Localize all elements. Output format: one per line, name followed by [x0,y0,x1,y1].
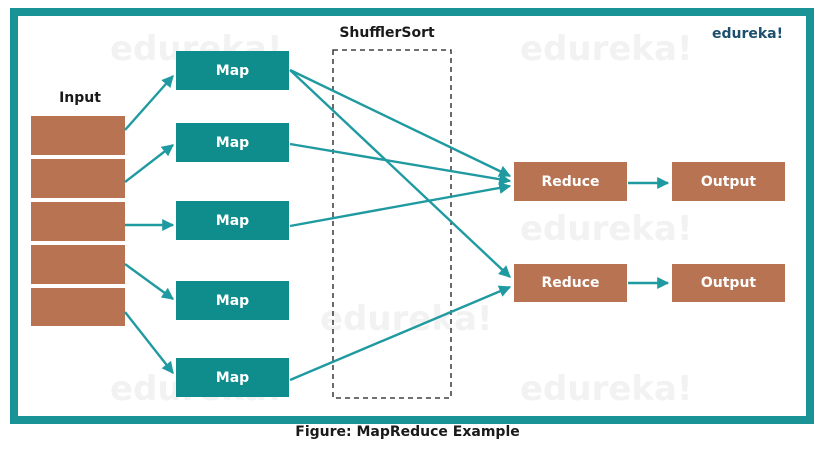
arrow-map1-to-reduce1 [289,68,512,178]
reduce-label: Reduce [541,275,599,291]
map-node: Map [176,201,289,240]
reduce-label: Reduce [541,174,599,190]
figure-caption: Figure: MapReduce Example [295,424,520,440]
input-block [31,288,125,326]
map-node: Map [176,51,289,90]
map-label: Map [216,213,249,229]
map-node: Map [176,358,289,397]
map-label: Map [216,135,249,151]
arrow-input-to-map-2 [124,144,174,183]
input-blocks [31,116,125,326]
watermark-text: edureka! [520,209,693,249]
map-label: Map [216,63,249,79]
edureka-logo: edureka! [712,26,783,42]
arrow-map1-to-reduce2 [289,69,511,278]
reduce-node: Reduce [514,264,627,302]
output-label: Output [701,174,757,190]
input-block [31,159,125,198]
map-node: Map [176,281,289,320]
arrow-input-to-map-4 [124,263,174,300]
input-label: Input [59,90,101,106]
arrow-map5-to-reduce2 [289,285,512,382]
output-node: Output [672,264,785,302]
diagram-frame [10,8,814,424]
arrow-map3-to-reduce1 [289,182,512,228]
input-block [31,116,125,155]
reduce-node: Reduce [514,162,627,201]
shuffle-label: ShufflerSort [339,25,435,41]
input-block [31,202,125,241]
watermark-text: edureka! [520,369,693,409]
map-label: Map [216,293,249,309]
arrow-input-to-map-5 [124,311,174,374]
shuffle-region [332,49,452,399]
map-node: Map [176,123,289,162]
output-node: Output [672,162,785,201]
watermark-text: edureka! [520,29,693,69]
map-label: Map [216,370,249,386]
arrow-input-to-map-1 [124,75,174,131]
flow-arrows [124,68,670,382]
arrow-map2-to-reduce1 [289,142,512,186]
input-block [31,245,125,284]
output-label: Output [701,275,757,291]
